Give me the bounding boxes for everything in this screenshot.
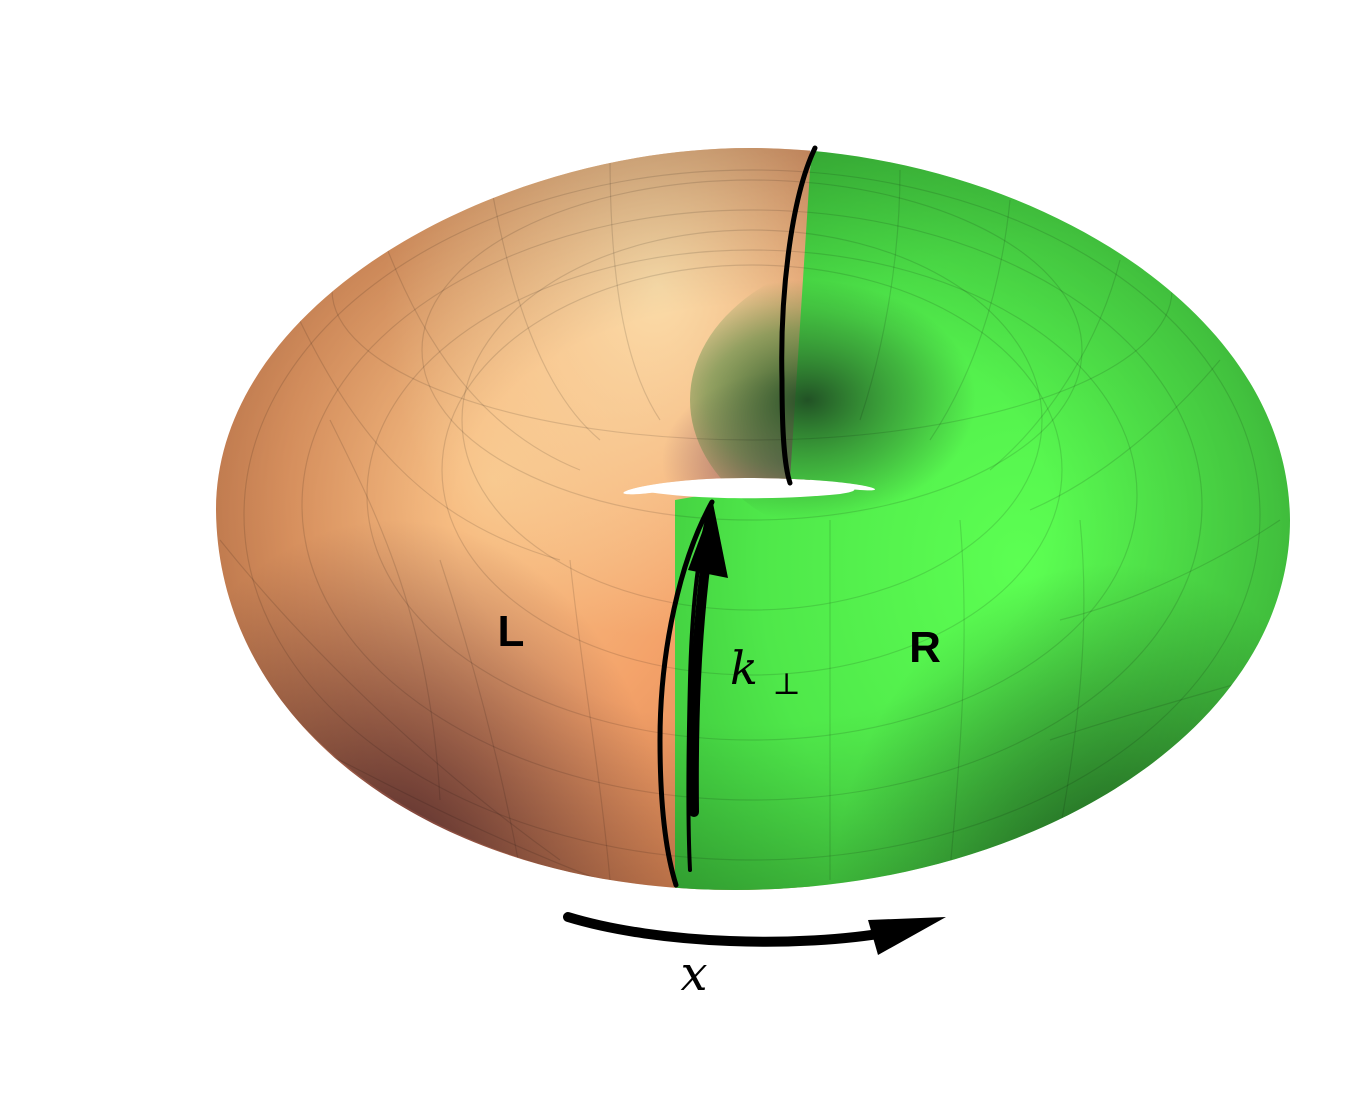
- left-region-label: L: [498, 607, 525, 656]
- k-perp-label: k ⊥: [730, 641, 801, 702]
- front-boundary-curve-outer: [657, 499, 715, 888]
- k-perp-arrow: [688, 503, 728, 817]
- x-label: x: [680, 946, 707, 1002]
- k-perp-label-main: k: [730, 641, 758, 695]
- torus-body: [216, 148, 1290, 890]
- back-boundary-curve: [779, 145, 818, 486]
- right-region-label: R: [909, 623, 941, 672]
- torus-hole: [648, 481, 855, 499]
- k-perp-label-subscript: ⊥: [773, 667, 801, 702]
- x-arrow: [563, 912, 946, 955]
